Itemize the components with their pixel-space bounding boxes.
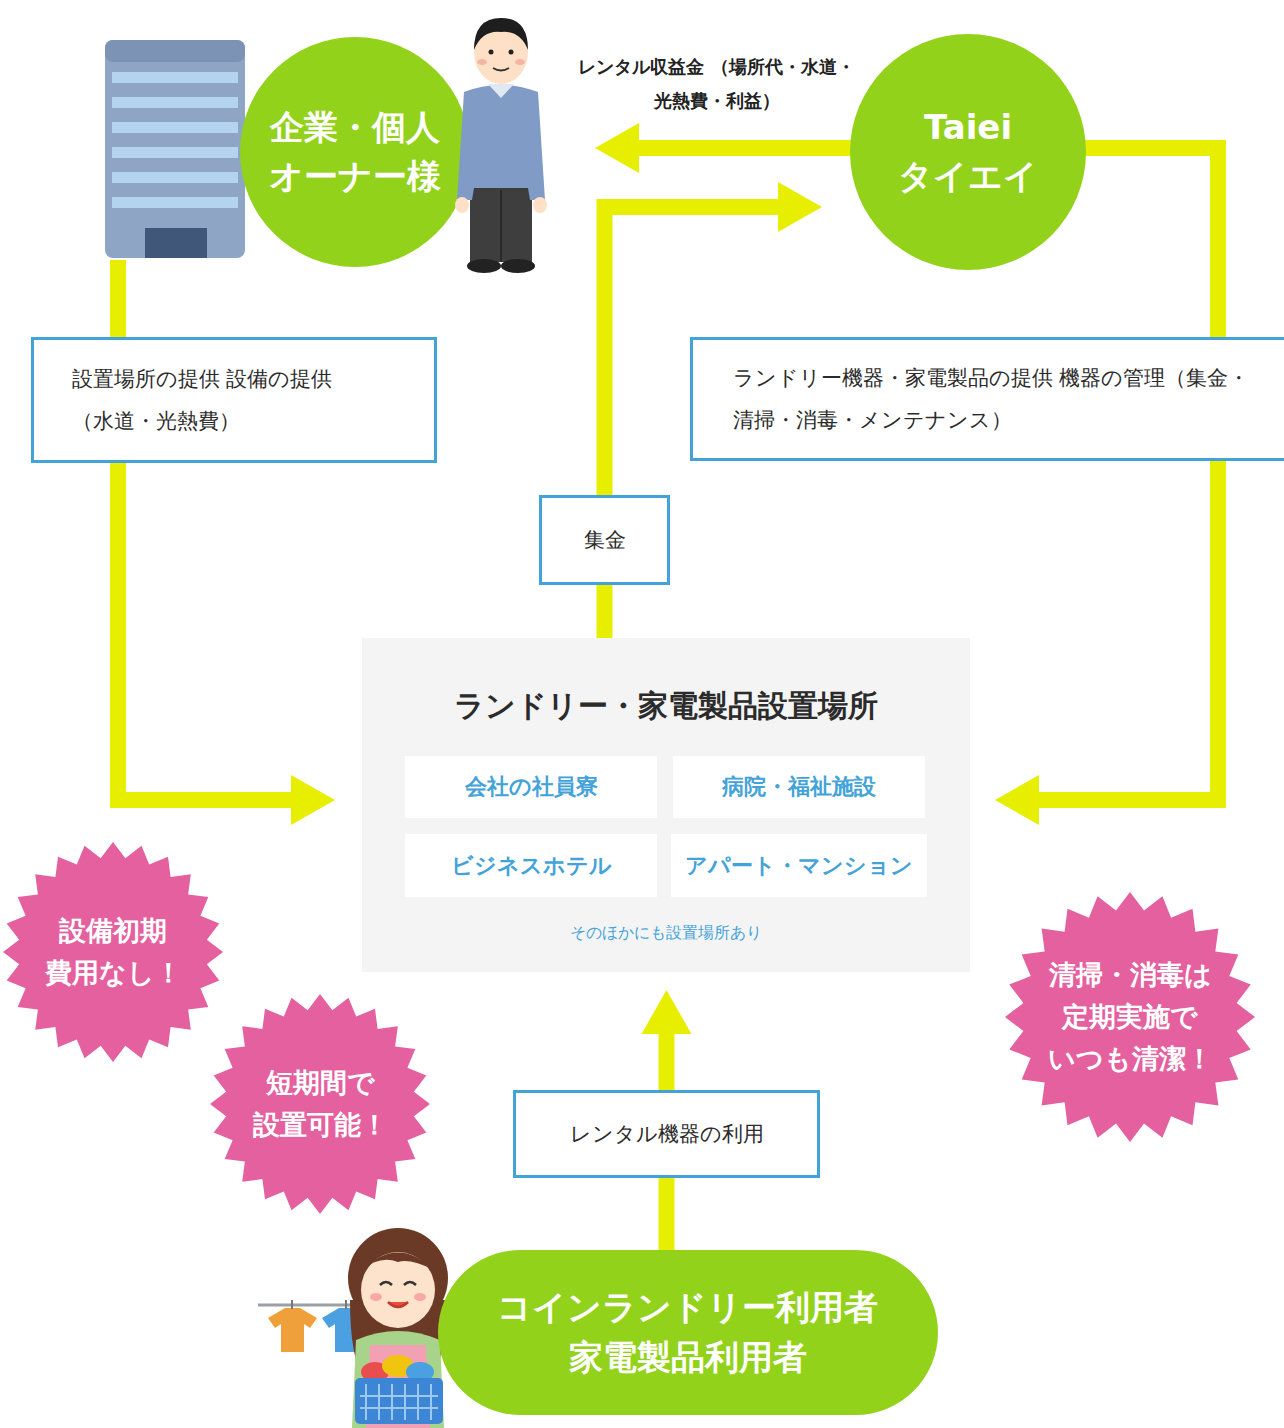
connector-line: [1025, 461, 1218, 800]
flow-connector: [604, 585, 605, 638]
location-item: ビジネスホテル: [405, 834, 657, 897]
node-title: コインランドリー利用者 家電製品利用者: [478, 1283, 898, 1382]
connector-line: [597, 585, 613, 638]
arrow-head: [595, 123, 639, 173]
connector-line: [625, 140, 858, 156]
label-box: 設置場所の提供 設備の提供（水道・光熱費）: [31, 337, 437, 463]
label-box: ランドリー機器・家電製品の提供 機器の管理（集金・清掃・消毒・メンテナンス）: [690, 337, 1284, 461]
node-title: Taiei タイエイ: [888, 103, 1048, 202]
box-text: 集金: [584, 519, 626, 561]
location-panel: ランドリー・家電製品設置場所そのほかにも設置場所あり 会社の社員寮 病院・福祉施設ビ…: [362, 638, 970, 972]
location-name: アパート・マンション: [685, 851, 913, 881]
feature-starburst: 設備初期 費用なし！: [3, 842, 223, 1062]
feature-text: 設備初期 費用なし！: [38, 910, 188, 994]
company-circle: Taiei タイエイ: [850, 34, 1086, 270]
starburst-shape: [3, 842, 223, 1062]
arrow-head: [995, 775, 1039, 825]
box-text: レンタル機器の利用: [570, 1113, 764, 1155]
connector-line: [110, 260, 126, 337]
flow-connector: [595, 123, 858, 173]
owner-person: [455, 18, 547, 273]
flow-connector: [118, 463, 335, 825]
user-pill: コインランドリー利用者 家電製品利用者: [438, 1250, 938, 1415]
location-name: 会社の社員寮: [465, 772, 598, 802]
flow-connector: [118, 260, 119, 337]
circle-shape: [850, 34, 1086, 270]
label-box: 集金: [539, 495, 670, 585]
flow-connector: [666, 1178, 667, 1250]
office-building: [105, 40, 245, 258]
node-title: 企業・個人 オーナー様: [250, 103, 460, 202]
feature-starburst: 清掃・消毒は 定期実施で いつも清潔！: [1005, 892, 1255, 1142]
arrow-head: [291, 775, 335, 825]
location-item: 会社の社員寮: [405, 756, 657, 818]
panel-title: ランドリー・家電製品設置場所: [454, 686, 878, 727]
connector-line: [118, 463, 305, 800]
location-item: アパート・マンション: [671, 834, 927, 897]
location-name: ビジネスホテル: [451, 851, 612, 881]
feature-text: 短期間で 設置可能！: [245, 1062, 395, 1146]
connector-line: [1082, 148, 1218, 337]
edge-label: レンタル収益金 （場所代・水道・光熱費・利益）: [557, 50, 877, 118]
box-text: 設置場所の提供 設備の提供（水道・光熱費）: [72, 358, 402, 442]
location-name: 病院・福祉施設: [722, 772, 876, 802]
arrow-head: [778, 182, 822, 232]
laundry-woman: [258, 1228, 448, 1428]
label-box: レンタル機器の利用: [513, 1090, 820, 1178]
flow-connector: [642, 990, 692, 1090]
connector-line: [659, 1178, 675, 1250]
feature-starburst: 短期間で 設置可能！: [210, 994, 430, 1214]
panel-note: そのほかにも設置場所あり: [570, 923, 762, 944]
starburst-shape: [210, 994, 430, 1214]
flow-connector: [995, 461, 1218, 825]
pill-shape: [438, 1250, 938, 1415]
feature-text: 清掃・消毒は 定期実施で いつも清潔！: [1040, 954, 1220, 1080]
box-text: ランドリー機器・家電製品の提供 機器の管理（集金・清掃・消毒・メンテナンス）: [733, 357, 1253, 441]
location-item: 病院・福祉施設: [673, 756, 925, 818]
flow-connector: [1082, 148, 1218, 337]
owner-node: 企業・個人 オーナー様: [105, 25, 545, 260]
arrow-head: [642, 990, 692, 1034]
